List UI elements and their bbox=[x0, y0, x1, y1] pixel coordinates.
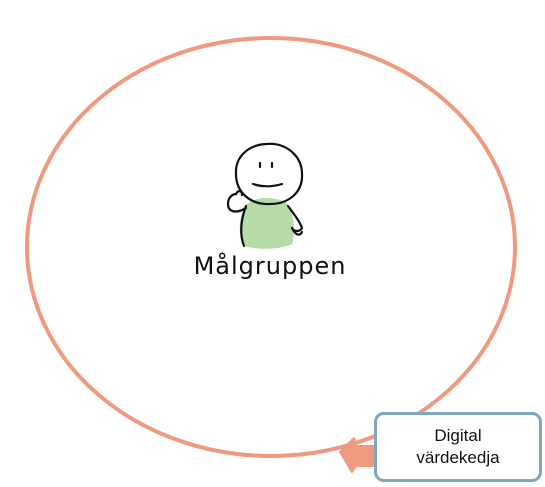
person-figure-icon bbox=[226, 142, 304, 249]
callout-box: Digital värdekedja bbox=[374, 412, 542, 482]
target-group-ellipse bbox=[25, 36, 517, 458]
callout-line-2: värdekedja bbox=[416, 448, 500, 467]
center-label: Målgruppen bbox=[193, 252, 347, 280]
callout-line-1: Digital bbox=[434, 426, 482, 445]
